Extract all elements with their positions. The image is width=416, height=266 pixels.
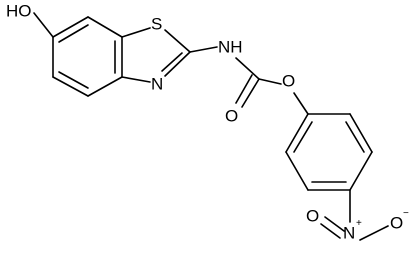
ring-nitrogen-label: N xyxy=(151,75,163,94)
bond-benzo-5 xyxy=(52,76,89,97)
atom-labels: HO S N NH O O N + O O − xyxy=(6,2,409,243)
bond-co-2 xyxy=(235,74,253,104)
bond-ph-2 xyxy=(349,113,373,153)
hydroxyl-label: HO xyxy=(6,2,32,21)
bond-c2-n xyxy=(164,51,191,77)
bond-no-right xyxy=(359,225,389,241)
bond-co-1 xyxy=(241,78,260,108)
bond-c-oester xyxy=(258,78,282,85)
nitro-oxygen-right-label: O xyxy=(390,214,403,233)
bond-no-top-1 xyxy=(320,223,341,239)
bond-ph-6-inner xyxy=(293,121,313,153)
nitro-oxygen-charge: − xyxy=(403,208,409,219)
sulfur-label: S xyxy=(151,15,162,34)
bond-c2-n-inner xyxy=(161,52,183,72)
bond-benzo-1-inner xyxy=(58,24,89,43)
bond-c-s xyxy=(121,27,151,38)
bond-n-c xyxy=(121,76,151,83)
nitro-nitrogen-label: N xyxy=(343,224,355,243)
ester-oxygen-label: O xyxy=(282,72,295,91)
bond-no-top-2 xyxy=(324,216,345,232)
bond-oester-ring xyxy=(293,92,309,115)
bond-benzo-2 xyxy=(87,16,123,38)
bond-nh-c xyxy=(235,57,260,80)
carbonyl-oxygen-label: O xyxy=(225,107,238,126)
bond-ph-6 xyxy=(285,113,309,153)
bond-c2-nh xyxy=(189,46,218,53)
bond-ph-3 xyxy=(349,151,373,191)
bond-s-c2 xyxy=(164,29,191,53)
amide-label: NH xyxy=(218,38,243,57)
nitro-oxygen-top-label: O xyxy=(306,207,319,226)
bond-benzo-5-inner xyxy=(58,71,89,89)
bonds xyxy=(33,12,389,241)
bond-ph-5 xyxy=(285,151,309,191)
bond-ph-2-inner xyxy=(345,121,365,153)
nitro-nitrogen-charge: + xyxy=(356,218,362,229)
bond-benzo-4 xyxy=(87,76,123,97)
bond-oh xyxy=(33,12,54,38)
bond-benzo-1 xyxy=(52,16,89,38)
